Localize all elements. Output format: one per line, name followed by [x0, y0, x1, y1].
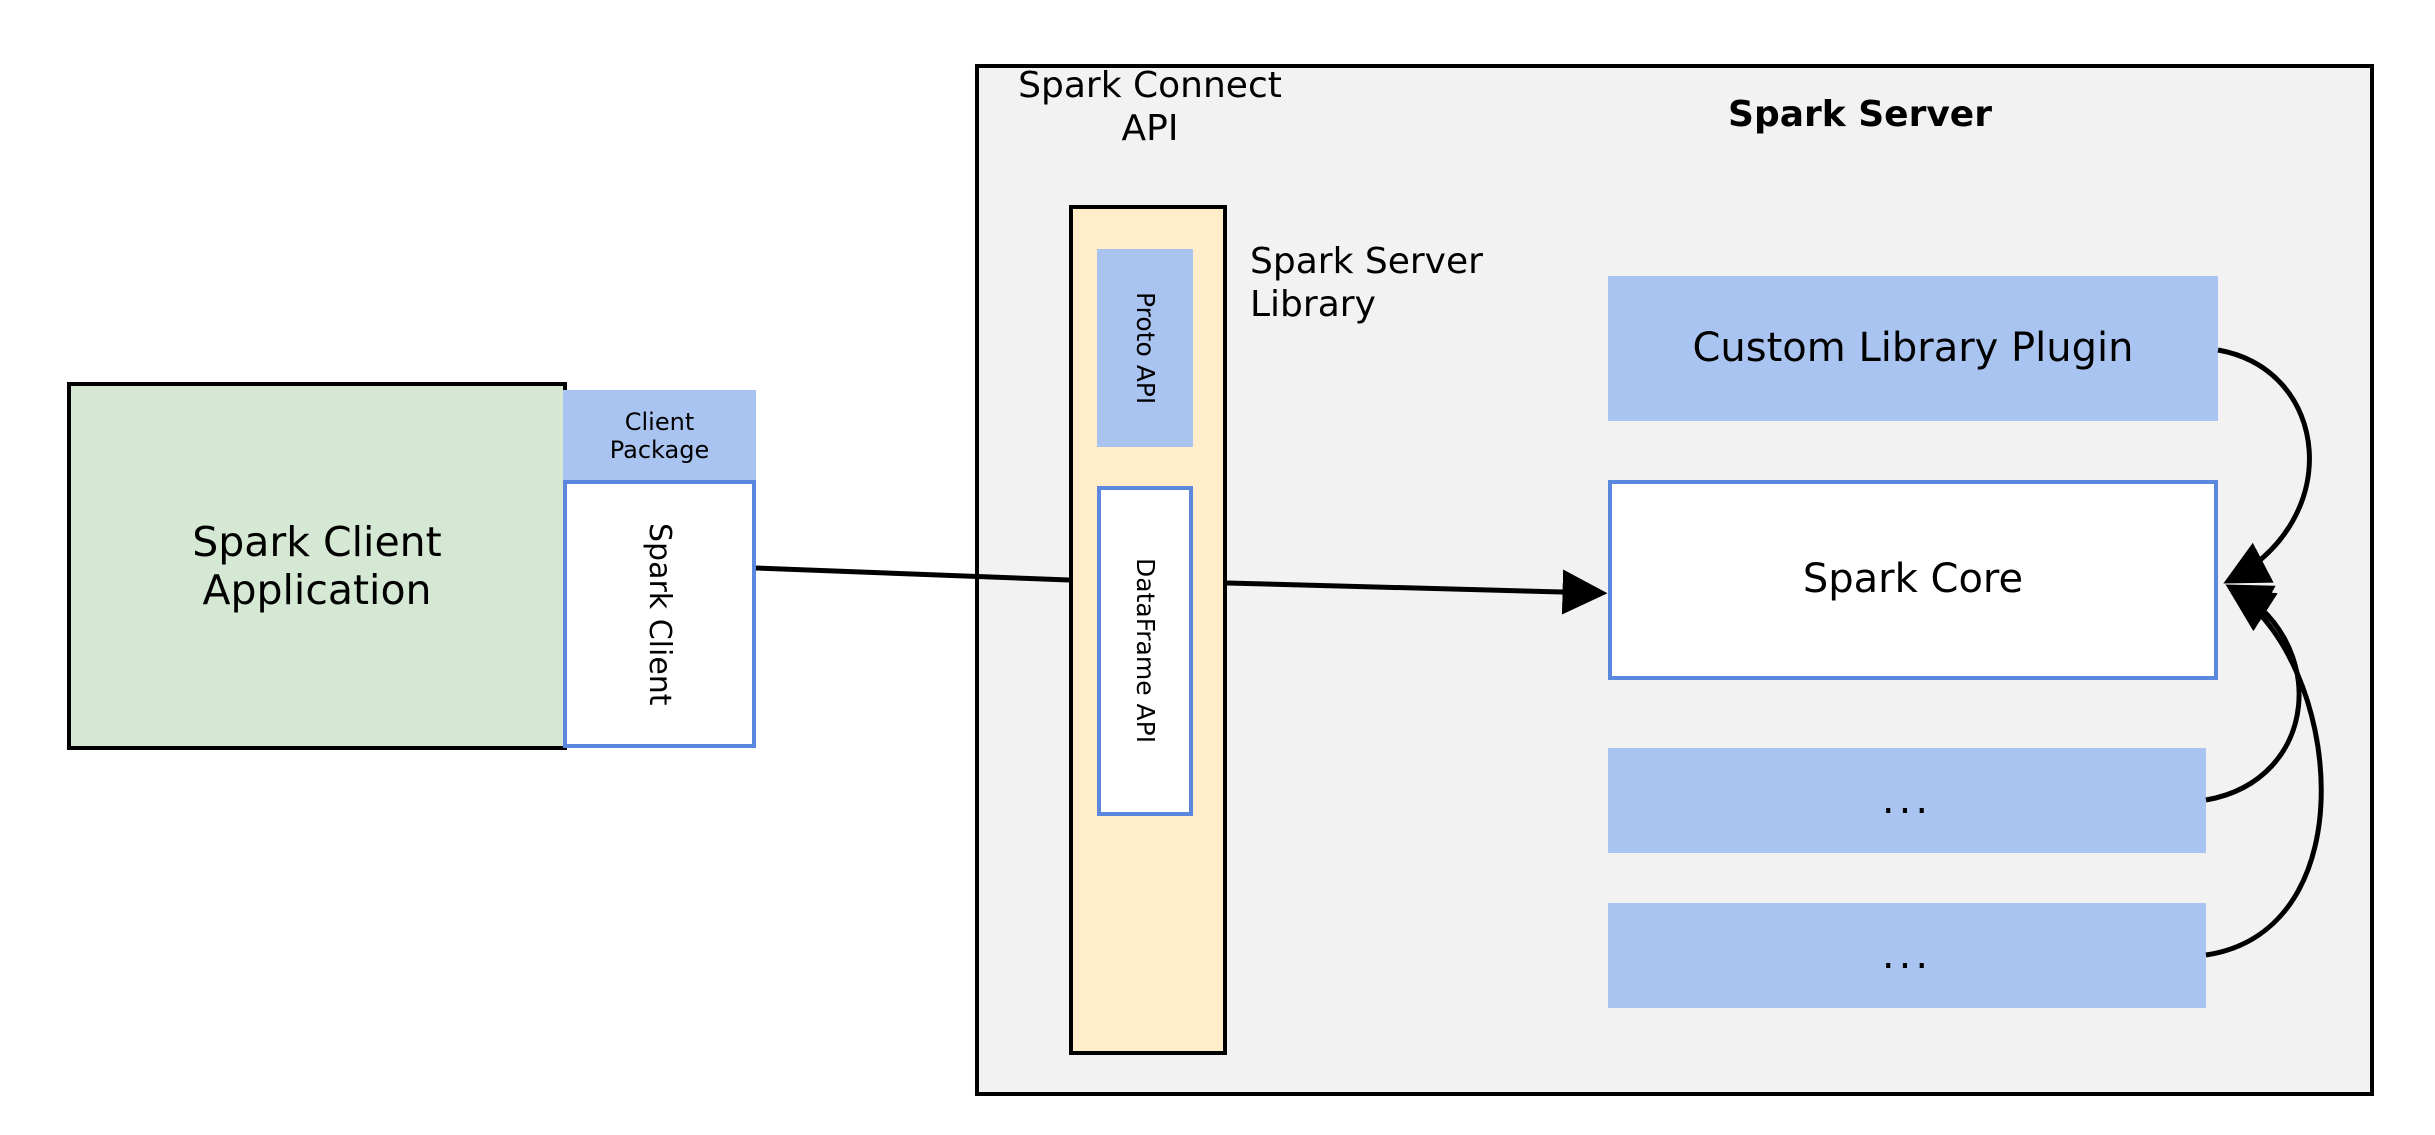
application-label-line2: Application: [202, 566, 432, 614]
dataframe-api-label: DataFrame API: [1130, 558, 1160, 744]
client-package-label-line2: Package: [609, 436, 710, 464]
spark-client-application-box[interactable]: Spark Client Application: [67, 382, 567, 750]
proto-api-label: Proto API: [1130, 291, 1160, 405]
spark-client-application-label: Spark Client Application: [192, 518, 442, 615]
proto-api-box[interactable]: Proto API: [1097, 249, 1193, 447]
client-package-label-line1: Client: [624, 407, 695, 436]
connect-api-label-line2: API: [1121, 108, 1179, 150]
spark-client-box[interactable]: Spark Client: [563, 480, 756, 748]
ellipsis-label-1: ...: [1881, 776, 1933, 823]
server-library-label-line2: Library: [1250, 284, 1376, 326]
spark-server-library-label: Spark Server Library: [1250, 240, 1550, 326]
custom-library-plugin-box[interactable]: Custom Library Plugin: [1608, 276, 2218, 421]
client-package-label: Client Package: [610, 408, 709, 465]
spark-client-label: Spark Client: [642, 522, 678, 706]
connect-api-label-line1: Spark Connect: [1018, 65, 1282, 106]
custom-library-plugin-label: Custom Library Plugin: [1692, 324, 2134, 371]
spark-connect-api-label: Spark Connect API: [1000, 64, 1300, 150]
ellipsis-box-1[interactable]: ...: [1608, 748, 2206, 853]
ellipsis-label-2: ...: [1881, 931, 1933, 978]
ellipsis-box-2[interactable]: ...: [1608, 903, 2206, 1008]
spark-core-label: Spark Core: [1802, 556, 2024, 603]
spark-core-box[interactable]: Spark Core: [1608, 480, 2218, 680]
client-package-box[interactable]: Client Package: [563, 390, 756, 482]
dataframe-api-box[interactable]: DataFrame API: [1097, 486, 1193, 816]
application-label-line1: Spark Client: [192, 517, 442, 566]
server-library-label-line1: Spark Server: [1250, 241, 1483, 282]
spark-server-title: Spark Server: [1728, 94, 1992, 135]
